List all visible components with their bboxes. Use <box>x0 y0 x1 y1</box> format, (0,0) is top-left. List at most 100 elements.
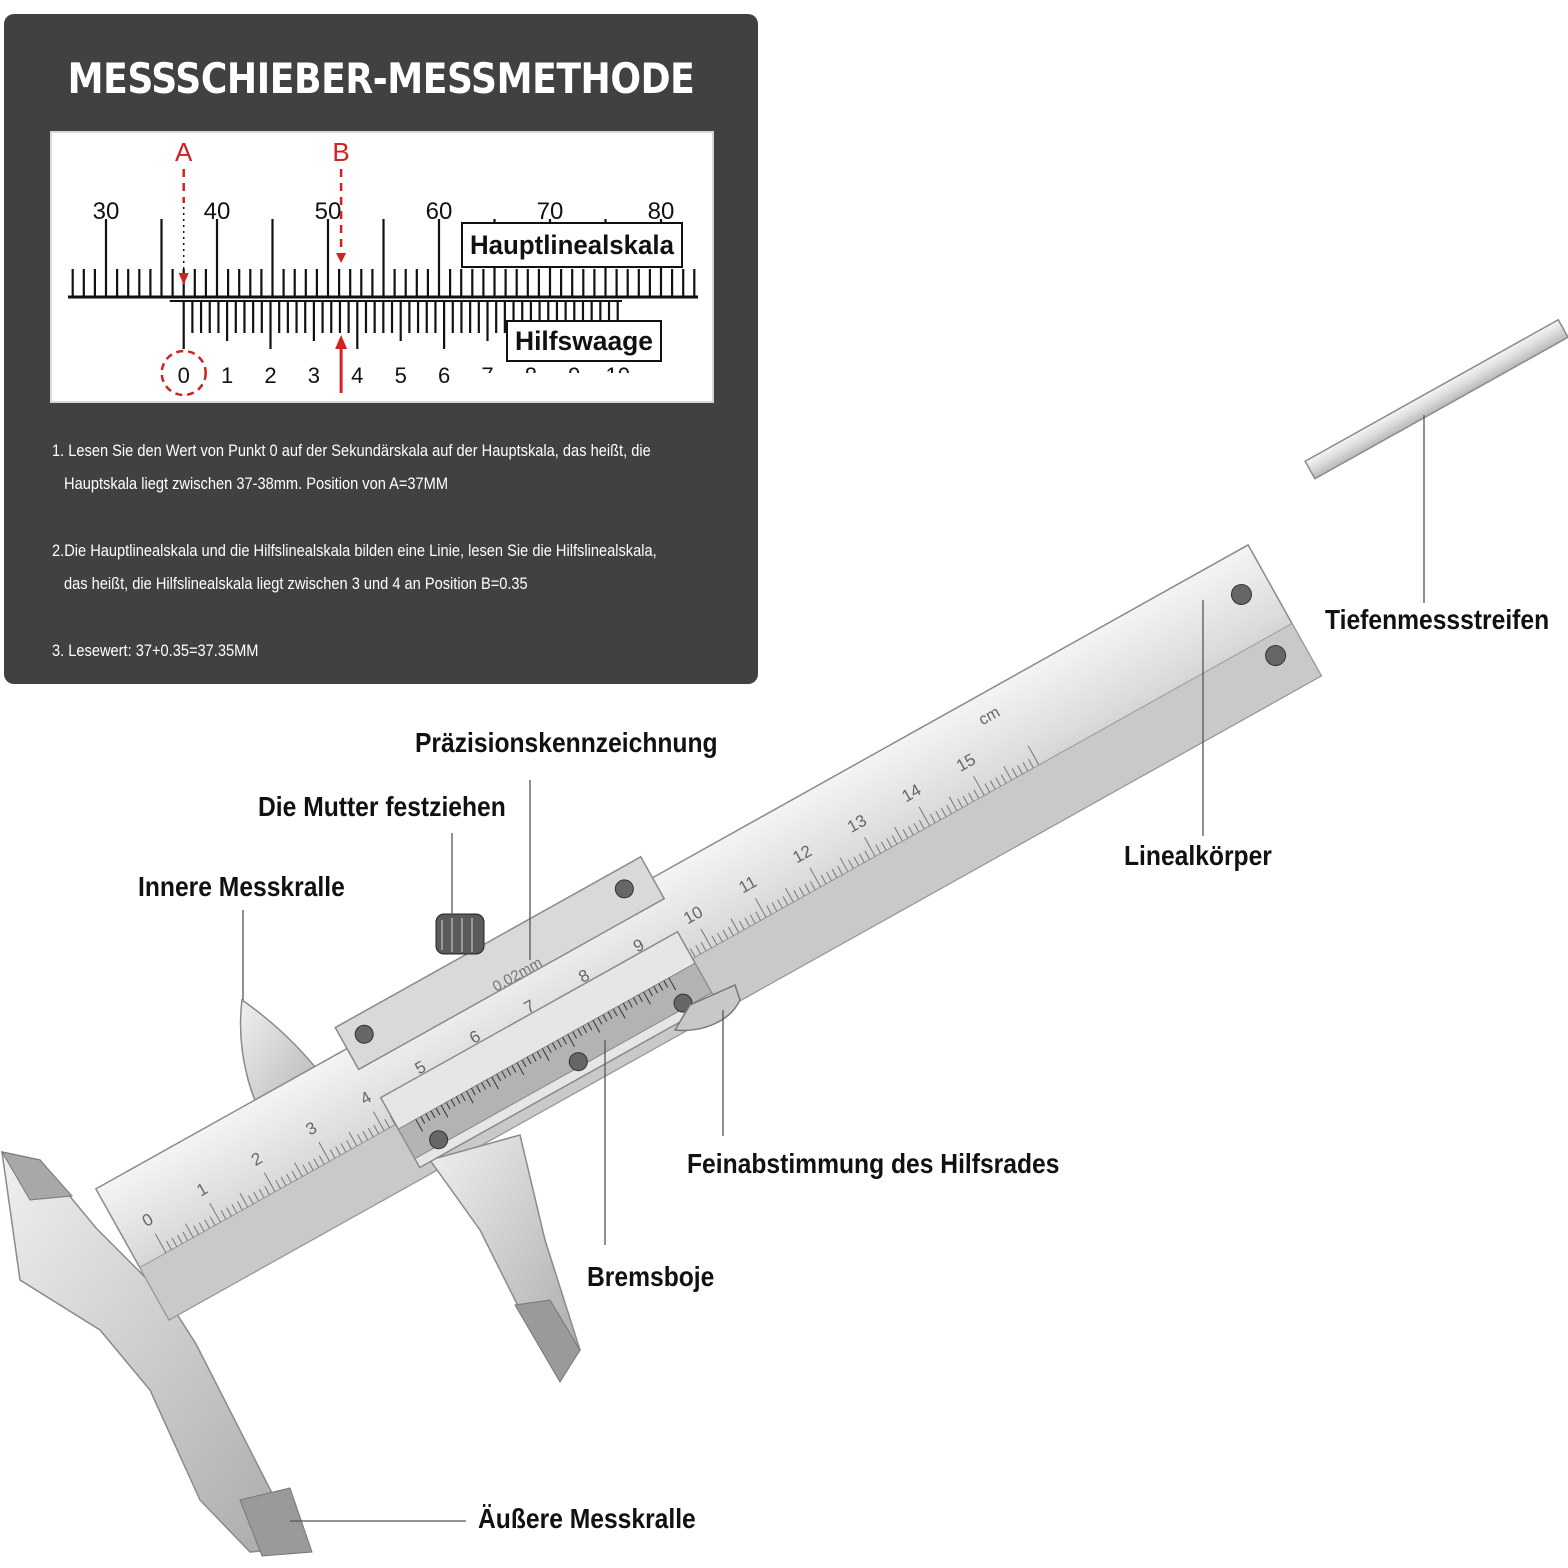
step-2: 2.Die Hauptlinealskala und die Hilfsline… <box>52 534 740 600</box>
vernier-tick <box>612 1008 618 1017</box>
label-depth-rod: Tiefenmessstreifen <box>1325 604 1550 635</box>
vernier-tick <box>536 1051 542 1059</box>
ruler-tick <box>154 1233 167 1254</box>
vernier-tick <box>455 1096 461 1104</box>
vernier-tick <box>511 1065 517 1073</box>
label-lock-screw: Die Mutter festziehen <box>258 791 506 822</box>
vernier-tick <box>658 983 664 991</box>
vernier-tick <box>602 1014 608 1022</box>
ruler-tick <box>754 897 767 918</box>
ruler-tick <box>253 1192 260 1202</box>
vernier-tick <box>420 1116 426 1124</box>
ruler-tick <box>957 798 963 808</box>
vernier-number: 6 <box>438 363 450 388</box>
vernier-tick <box>506 1068 512 1076</box>
vernier-tick <box>501 1070 507 1079</box>
step-3-line-1: 3. Lesewert: 37+0.35=37.35MM <box>52 641 259 660</box>
vernier-tick <box>526 1056 532 1065</box>
ruler-tick <box>875 844 882 854</box>
step-3: 3. Lesewert: 37+0.35=37.35MM <box>52 634 740 667</box>
ruler-tick <box>1011 768 1018 778</box>
svg-text:Hilfswaage: Hilfswaage <box>515 326 653 356</box>
ruler-tick <box>335 1146 341 1156</box>
scale-drawing: 30405060708001234567891078910ABHauptline… <box>68 137 698 401</box>
ruler-tick <box>722 929 729 940</box>
screw-icon <box>429 1130 449 1150</box>
ruler-tick <box>286 1173 292 1183</box>
vernier-tick <box>597 1017 603 1025</box>
ruler-tick <box>1003 765 1013 781</box>
ruler-tick <box>204 1219 211 1229</box>
ruler-tick <box>984 783 991 793</box>
leader-lines <box>242 415 1425 1522</box>
ruler-tick <box>809 881 816 891</box>
vernier-tick <box>572 1031 578 1039</box>
depth-rod <box>1304 318 1568 480</box>
instruction-steps: 1. Lesen Sie den Wert von Punkt 0 auf de… <box>52 434 742 701</box>
vernier-tick <box>668 977 677 991</box>
ruler-tick <box>184 1223 194 1238</box>
ruler-tick <box>291 1170 298 1180</box>
main-scale-number: 80 <box>648 198 675 225</box>
ruler-tick <box>785 887 794 903</box>
ruler-tick <box>193 1225 200 1235</box>
vernier-tick <box>471 1087 476 1096</box>
ruler-tick <box>307 1161 314 1171</box>
vernier-tick <box>633 997 638 1005</box>
ruler-tick <box>730 918 740 933</box>
svg-text:Hauptlinealskala: Hauptlinealskala <box>470 230 675 260</box>
vernier-tick <box>516 1062 525 1076</box>
vernier-number: 1 <box>221 363 233 388</box>
vernier-tick <box>415 1119 424 1132</box>
vernier-tick <box>648 988 653 997</box>
screw-icon <box>1230 583 1252 605</box>
label-fine-adjust: Feinabstimmung des Hilfsrades <box>687 1148 1060 1179</box>
ruler-tick <box>275 1179 281 1190</box>
ruler-tick <box>946 804 953 814</box>
ruler-tick <box>798 887 805 897</box>
vernier-tick <box>541 1048 550 1062</box>
vernier-tick <box>465 1090 474 1104</box>
outer-jaw-top-tip <box>1 1151 74 1201</box>
vernier-tick <box>663 980 669 988</box>
vernier-number: 5 <box>395 363 407 388</box>
vernier-tick <box>435 1107 441 1116</box>
label-precision: Präzisionskennzeichnung <box>415 727 718 758</box>
main-scale-number: 70 <box>537 198 564 225</box>
ruler-tick <box>280 1176 287 1186</box>
vernier-tick <box>486 1079 491 1087</box>
vernier-tick <box>445 1102 451 1110</box>
vernier-tick <box>521 1059 527 1068</box>
vernier-tick <box>460 1093 466 1102</box>
ruler-tick <box>346 1140 352 1150</box>
ruler-tick <box>1000 774 1007 784</box>
ruler-tick <box>782 896 789 906</box>
ruler-tick <box>166 1240 172 1251</box>
ruler-tick <box>918 820 925 830</box>
vernier-tick <box>496 1073 502 1082</box>
ruler-tick <box>880 841 887 851</box>
svg-text:A: A <box>175 137 193 167</box>
label-outer-jaw: Äußere Messkralle <box>478 1503 696 1534</box>
slider <box>379 930 718 1169</box>
vernier-tick <box>491 1076 499 1090</box>
vernier-tick <box>607 1011 613 1019</box>
ruler-tick <box>929 813 936 824</box>
ruler-tick <box>864 850 871 860</box>
ruler-tick <box>182 1231 189 1241</box>
ruler-tick <box>231 1204 238 1214</box>
ruler-tick <box>362 1131 369 1141</box>
ruler-tick <box>837 865 843 875</box>
ruler-tick <box>848 859 854 869</box>
ruler-tick <box>766 905 772 915</box>
vernier-tick <box>643 991 651 1005</box>
ruler-tick <box>313 1158 320 1168</box>
svg-text:B: B <box>332 137 349 167</box>
ruler-tick <box>247 1195 254 1205</box>
ruler-tick <box>384 1118 391 1129</box>
ruler-tick <box>804 884 811 894</box>
main-scale-number: 50 <box>315 198 342 225</box>
vernier-tick <box>577 1028 583 1036</box>
ruler-tick <box>226 1207 232 1217</box>
